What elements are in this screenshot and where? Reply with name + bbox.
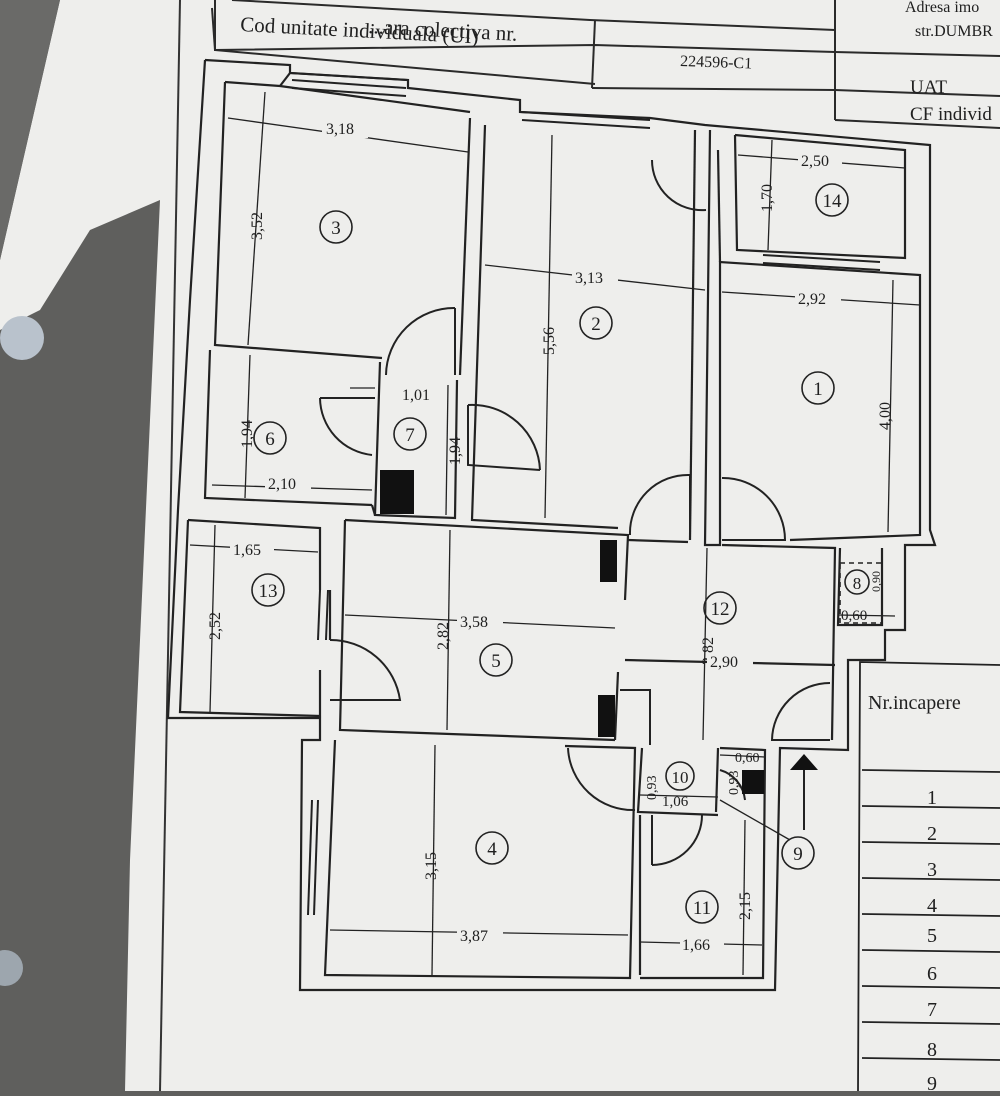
cf-label: CF individ	[910, 104, 992, 125]
dim-2-82-room-5: 2,82	[435, 622, 452, 650]
table-row-3: 3	[927, 859, 937, 881]
table-row-1: 1	[927, 787, 937, 809]
room-number-3: 3	[331, 218, 341, 239]
table-rows: 1 2 3 4 5 6 7 8 9	[927, 787, 937, 1095]
duct-room-5-bottom	[598, 695, 615, 737]
window-room-2	[519, 111, 651, 129]
room-number-11: 11	[693, 898, 711, 919]
dim-0-90: 0,90	[869, 571, 883, 592]
window-room-14	[762, 254, 881, 271]
dim-2-50: 2,50	[801, 153, 829, 170]
label-bg	[230, 541, 274, 559]
street-value: str.DUMBR	[915, 23, 993, 40]
room-number-8: 8	[853, 574, 862, 593]
table-row-8: 8	[927, 1039, 937, 1061]
dim-2-15: 2,15	[737, 892, 754, 920]
table-row-9: 9	[927, 1073, 937, 1091]
room-number-1: 1	[813, 379, 823, 400]
dim-1-94-room-6: 1,94	[239, 420, 256, 448]
dim-0-93-room-10: 0,93	[645, 776, 660, 801]
dim-2-52: 2,52	[207, 612, 224, 640]
dimension-labels: 3,18 3,52 3,13 5,56 2,50 1,70 2,92 4,00 …	[207, 120, 894, 954]
room-number-10: 10	[672, 768, 689, 787]
label-bg	[265, 475, 311, 493]
dim-0-60-room-9: 0,60	[735, 751, 760, 766]
table-row-6: 6	[927, 963, 937, 985]
duct-room-7	[380, 470, 414, 514]
label-bg	[798, 152, 842, 170]
room-table	[857, 661, 1000, 1092]
window-room-3	[289, 72, 409, 97]
binder-hole	[0, 950, 23, 986]
address-label: Adresa imo	[905, 0, 979, 16]
dim-3-15: 3,15	[423, 852, 440, 880]
room-number-2: 2	[591, 314, 601, 335]
table-row-2: 2	[927, 823, 937, 845]
interior-walls	[178, 81, 922, 980]
binder-hole	[0, 316, 44, 360]
table-header: Nr.incapere	[868, 692, 961, 714]
dim-2-92: 2,92	[798, 291, 826, 308]
room-number-6: 6	[265, 429, 275, 450]
table-row-4: 4	[927, 895, 937, 917]
dim-3-18: 3,18	[326, 121, 354, 138]
exterior-walls	[166, 58, 937, 992]
label-bg	[457, 926, 503, 944]
dim-1-65: 1,65	[233, 542, 261, 559]
dim-1-70: 1,70	[759, 184, 776, 212]
room-number-9: 9	[793, 844, 803, 865]
header-table	[211, 0, 1000, 129]
dim-3-13: 3,13	[575, 270, 603, 287]
room-number-5: 5	[491, 651, 501, 672]
label-bg	[457, 612, 503, 630]
window-room-4	[307, 799, 319, 916]
room-numbers: 3 2 1 4 5 6 7 8 9 10 11 12 13 14	[259, 191, 862, 919]
label-bg	[322, 120, 368, 138]
dim-5-56: 5,56	[541, 327, 558, 355]
room-number-13: 13	[259, 581, 278, 602]
room-8-dashed-outline	[839, 562, 883, 624]
dim-0-60-room-8: 0,60	[841, 608, 867, 624]
duct-room-9	[742, 770, 764, 794]
dim-3-52: 3,52	[249, 212, 266, 240]
dim-2-10: 2,10	[268, 476, 296, 493]
duct-room-5-top	[600, 540, 617, 582]
entrance-arrow-icon	[790, 754, 818, 830]
page-frame-line	[159, 0, 181, 1092]
dim-0-93-room-9: 0,93	[727, 771, 742, 796]
dim-1-94-room-7: 1,94	[447, 437, 464, 465]
table-row-5: 5	[927, 925, 937, 947]
label-bg	[707, 653, 753, 671]
dim-1-66: 1,66	[682, 937, 710, 954]
window-room-13	[317, 589, 329, 641]
room-number-12: 12	[711, 599, 730, 620]
dim-2-90: 2,90	[710, 654, 738, 671]
dim-3-87: 3,87	[460, 928, 488, 945]
uat-label: UAT	[910, 77, 947, 98]
room-number-14: 14	[823, 191, 843, 212]
paper-shadow	[0, 0, 60, 260]
ui-code-value: 224596-C1	[680, 53, 753, 73]
dim-4-00: 4,00	[877, 402, 894, 430]
table-row-7: 7	[927, 999, 937, 1021]
label-bg	[680, 936, 724, 954]
doors	[319, 159, 831, 866]
room-number-4: 4	[487, 839, 497, 860]
label-bg	[795, 290, 841, 308]
room-markers	[251, 183, 870, 924]
dim-1-06: 1,06	[662, 794, 689, 810]
label-bg	[572, 268, 618, 286]
dim-1-01: 1,01	[402, 387, 430, 404]
room-number-7: 7	[405, 425, 415, 446]
dim-3-58: 3,58	[460, 614, 488, 631]
